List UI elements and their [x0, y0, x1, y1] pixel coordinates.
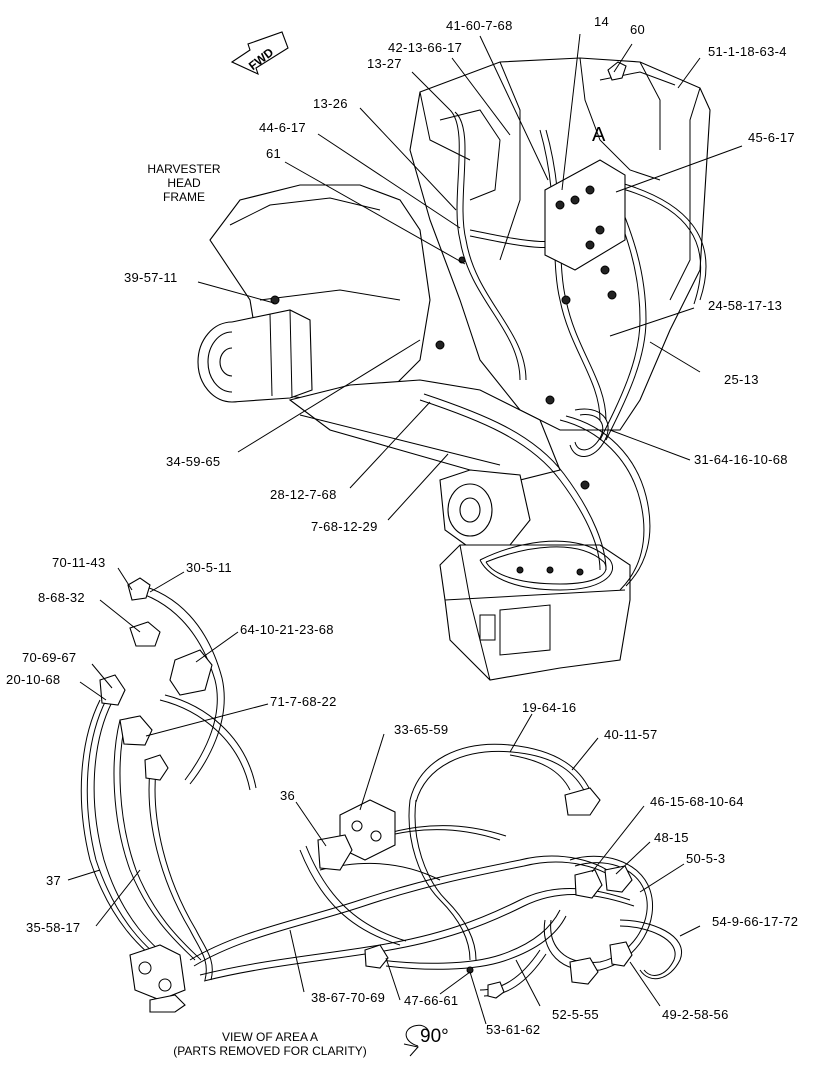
callout-13-27: 13-27 [367, 56, 402, 71]
fwd-arrow-icon [230, 31, 289, 76]
callout-53-61-62: 53-61-62 [486, 1022, 541, 1037]
callout-41-60-7-68: 41-60-7-68 [446, 18, 513, 33]
frame-label-line3: FRAME [163, 190, 205, 204]
callout-54-9-66-17-72: 54-9-66-17-72 [712, 914, 799, 929]
callout-42-13-66-17: 42-13-66-17 [388, 40, 463, 55]
leader-lines [67, 33, 743, 1025]
view-caption: VIEW OF AREA A (PARTS REMOVED FOR CLARIT… [150, 1030, 390, 1058]
callout-39-57-11: 39-57-11 [124, 270, 178, 285]
callout-60: 60 [630, 22, 646, 37]
callout-70-11-43: 70-11-43 [52, 555, 106, 570]
callout-47-66-61: 47-66-61 [404, 993, 459, 1008]
callout-24-58-17-13: 24-58-17-13 [708, 298, 783, 313]
callout-52-5-55: 52-5-55 [552, 1007, 599, 1022]
callout-34-59-65: 34-59-65 [166, 454, 221, 469]
callout-70-69-67: 70-69-67 [22, 650, 77, 665]
callout-35-58-17: 35-58-17 [26, 920, 81, 935]
upper-assembly [197, 57, 711, 681]
frame-label: HARVESTER HEAD FRAME [136, 162, 232, 204]
callout-48-15: 48-15 [654, 830, 689, 845]
view-area-a [80, 577, 683, 1013]
callout-51-1-18-63-4: 51-1-18-63-4 [708, 44, 787, 59]
callout-30-5-11: 30-5-11 [186, 560, 232, 575]
callout-37: 37 [46, 873, 62, 888]
callout-61: 61 [266, 146, 282, 161]
callout-31-64-16-10-68: 31-64-16-10-68 [694, 452, 788, 467]
frame-label-line1: HARVESTER [147, 162, 221, 176]
callout-33-65-59: 33-65-59 [394, 722, 449, 737]
callout-50-5-3: 50-5-3 [686, 851, 726, 866]
callout-71-7-68-22: 71-7-68-22 [270, 694, 337, 709]
callout-25-13: 25-13 [724, 372, 759, 387]
callout-19-64-16: 19-64-16 [522, 700, 577, 715]
callout-49-2-58-56: 49-2-58-56 [662, 1007, 729, 1022]
view-caption-line1: VIEW OF AREA A [221, 1030, 319, 1044]
callout-64-10-21-23-68: 64-10-21-23-68 [240, 622, 334, 637]
area-letter: A [592, 124, 606, 146]
callout-40-11-57: 40-11-57 [604, 727, 658, 742]
callout-20-10-68: 20-10-68 [6, 672, 61, 687]
view-caption-line2: (PARTS REMOVED FOR CLARITY) [173, 1044, 367, 1058]
callout-14: 14 [594, 14, 610, 29]
frame-label-line2: HEAD [167, 176, 201, 190]
callout-28-12-7-68: 28-12-7-68 [270, 487, 337, 502]
callout-45-6-17: 45-6-17 [748, 130, 795, 145]
rotate-arrow-icon [403, 1024, 430, 1057]
callout-8-68-32: 8-68-32 [38, 590, 85, 605]
callout-44-6-17: 44-6-17 [259, 120, 306, 135]
callout-46-15-68-10-64: 46-15-68-10-64 [650, 794, 744, 809]
callout-7-68-12-29: 7-68-12-29 [311, 519, 378, 534]
callout-13-26: 13-26 [313, 96, 348, 111]
rotation-label: 90° [420, 1026, 449, 1047]
callout-36: 36 [280, 788, 296, 803]
callout-38-67-70-69: 38-67-70-69 [311, 990, 386, 1005]
